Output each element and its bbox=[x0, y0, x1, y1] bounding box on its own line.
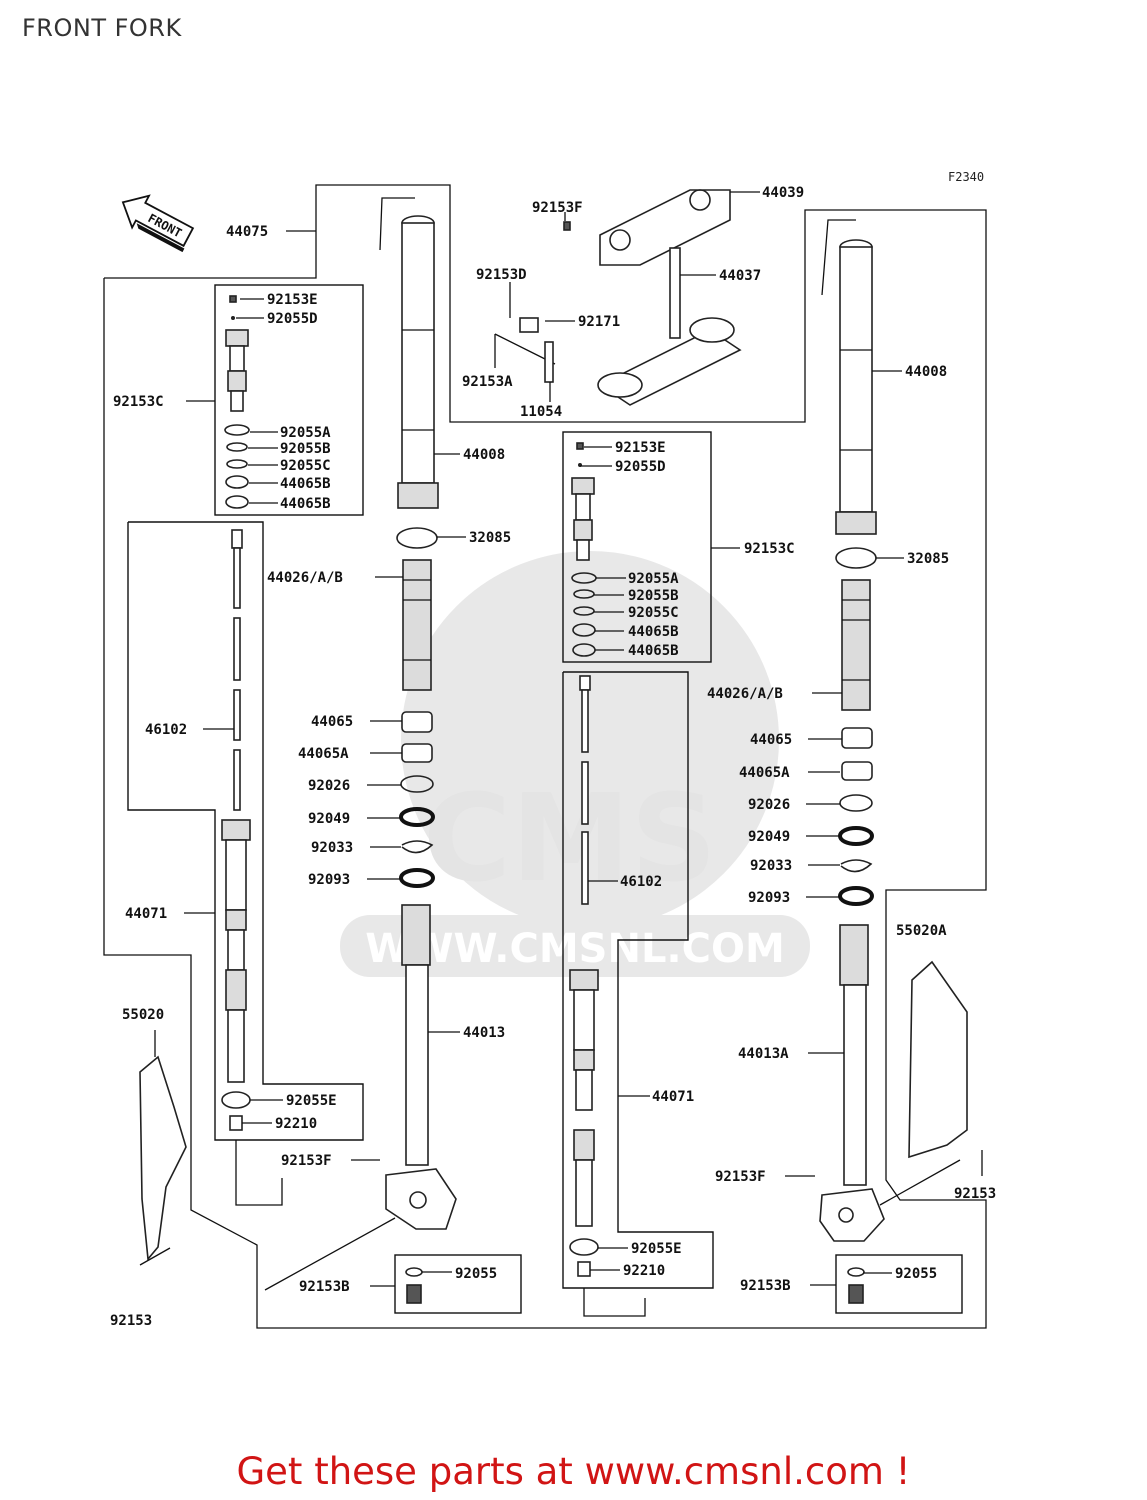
label-92055B-left: 92055B bbox=[280, 441, 331, 457]
label-44065B-middle-2: 44065B bbox=[628, 643, 679, 659]
diagram-reference-code: F2340 bbox=[948, 170, 985, 184]
label-44065-left: 44065 bbox=[311, 714, 353, 730]
label-92153-right: 92153 bbox=[954, 1186, 996, 1202]
label-92153C-left: 92153C bbox=[113, 394, 164, 410]
label-44013A: 44013A bbox=[738, 1046, 789, 1062]
fork-guard-right bbox=[908, 960, 968, 1159]
cap-assembly-box-middle bbox=[562, 431, 712, 663]
label-44037: 44037 bbox=[719, 268, 761, 284]
label-92049-left: 92049 bbox=[308, 811, 350, 827]
label-92055D-middle: 92055D bbox=[615, 459, 666, 475]
label-92033-left: 92033 bbox=[311, 840, 353, 856]
label-44026-right: 44026/A/B bbox=[707, 686, 783, 702]
cap-assembly-box-left bbox=[214, 284, 364, 516]
label-92093-right: 92093 bbox=[748, 890, 790, 906]
label-44039: 44039 bbox=[762, 185, 804, 201]
label-44026-left: 44026/A/B bbox=[267, 570, 343, 586]
label-44071-middle: 44071 bbox=[652, 1089, 694, 1105]
label-92153-left: 92153 bbox=[110, 1313, 152, 1329]
rod-assembly-box-left bbox=[127, 521, 364, 1141]
cap-bolt-middle bbox=[571, 442, 597, 657]
label-44065A-right: 44065A bbox=[739, 765, 790, 781]
label-92055C-left: 92055C bbox=[280, 458, 331, 474]
label-92055B-middle: 92055B bbox=[628, 588, 679, 604]
label-32085-left: 32085 bbox=[469, 530, 511, 546]
watermark-brand: CMS bbox=[423, 770, 717, 909]
label-92055E-middle: 92055E bbox=[631, 1241, 682, 1257]
label-44013: 44013 bbox=[463, 1025, 505, 1041]
label-92153E-left: 92153E bbox=[267, 292, 318, 308]
label-46102-middle: 46102 bbox=[620, 874, 662, 890]
cap-bolt-left bbox=[224, 295, 250, 509]
damper-rod-middle bbox=[569, 675, 599, 1277]
label-32085-right: 32085 bbox=[907, 551, 949, 567]
label-92153F-right: 92153F bbox=[715, 1169, 766, 1185]
label-92055A-middle: 92055A bbox=[628, 571, 679, 587]
label-92055D-left: 92055D bbox=[267, 311, 318, 327]
label-92171: 92171 bbox=[578, 314, 620, 330]
label-92153F-left: 92153F bbox=[281, 1153, 332, 1169]
label-44065B-left-2: 44065B bbox=[280, 496, 331, 512]
triple-clamp bbox=[494, 189, 742, 406]
cta-link[interactable]: Get these parts at www.cmsnl.com ! bbox=[236, 1450, 911, 1493]
fork-tube-right bbox=[819, 219, 885, 1242]
page-title: FRONT FORK bbox=[22, 14, 182, 42]
label-46102-left: 46102 bbox=[145, 722, 187, 738]
label-44065B-middle-1: 44065B bbox=[628, 624, 679, 640]
drain-bolt-box-right bbox=[835, 1254, 963, 1314]
label-92055-left: 92055 bbox=[455, 1266, 497, 1282]
label-92026-right: 92026 bbox=[748, 797, 790, 813]
rod-assembly-box-middle bbox=[562, 671, 714, 1289]
label-44065B-left-1: 44065B bbox=[280, 476, 331, 492]
label-92055E-left: 92055E bbox=[286, 1093, 337, 1109]
label-92055-right: 92055 bbox=[895, 1266, 937, 1282]
leader-lines bbox=[139, 191, 983, 1317]
label-11054: 11054 bbox=[520, 404, 562, 420]
label-44065A-left: 44065A bbox=[298, 746, 349, 762]
fork-tube-left bbox=[379, 197, 457, 1230]
label-92153E-middle: 92153E bbox=[615, 440, 666, 456]
label-92055C-middle: 92055C bbox=[628, 605, 679, 621]
label-92093-left: 92093 bbox=[308, 872, 350, 888]
label-55020A: 55020A bbox=[896, 923, 947, 939]
label-44008-left: 44008 bbox=[463, 447, 505, 463]
label-92055A-left: 92055A bbox=[280, 425, 331, 441]
group-boundaries bbox=[103, 184, 987, 1329]
label-92049-right: 92049 bbox=[748, 829, 790, 845]
front-fork-exploded-diagram: CMS WWW.CMSNL.COM FRONT bbox=[103, 184, 996, 1329]
label-44065-right: 44065 bbox=[750, 732, 792, 748]
damper-rod-left bbox=[221, 529, 251, 1131]
label-55020: 55020 bbox=[122, 1007, 164, 1023]
label-44071-left: 44071 bbox=[125, 906, 167, 922]
label-92153D: 92153D bbox=[476, 267, 527, 283]
label-92153F-top: 92153F bbox=[532, 200, 583, 216]
label-92153A: 92153A bbox=[462, 374, 513, 390]
watermark: CMS WWW.CMSNL.COM bbox=[340, 551, 810, 977]
front-direction-arrow: FRONT bbox=[121, 194, 195, 253]
label-92153B-right: 92153B bbox=[740, 1278, 791, 1294]
label-44008-right: 44008 bbox=[905, 364, 947, 380]
label-92210-left: 92210 bbox=[275, 1116, 317, 1132]
label-44075: 44075 bbox=[226, 224, 268, 240]
drain-bolt-box-left bbox=[394, 1254, 522, 1314]
label-92153C-middle: 92153C bbox=[744, 541, 795, 557]
fork-guard-left bbox=[139, 1055, 187, 1261]
label-92210-middle: 92210 bbox=[623, 1263, 665, 1279]
watermark-url: WWW.CMSNL.COM bbox=[365, 926, 785, 972]
label-92153B-left: 92153B bbox=[299, 1279, 350, 1295]
label-92026-left: 92026 bbox=[308, 778, 350, 794]
part-labels: 44075 92153E 92055D 92153C 92055A 92055B… bbox=[110, 185, 996, 1329]
label-92033-right: 92033 bbox=[750, 858, 792, 874]
